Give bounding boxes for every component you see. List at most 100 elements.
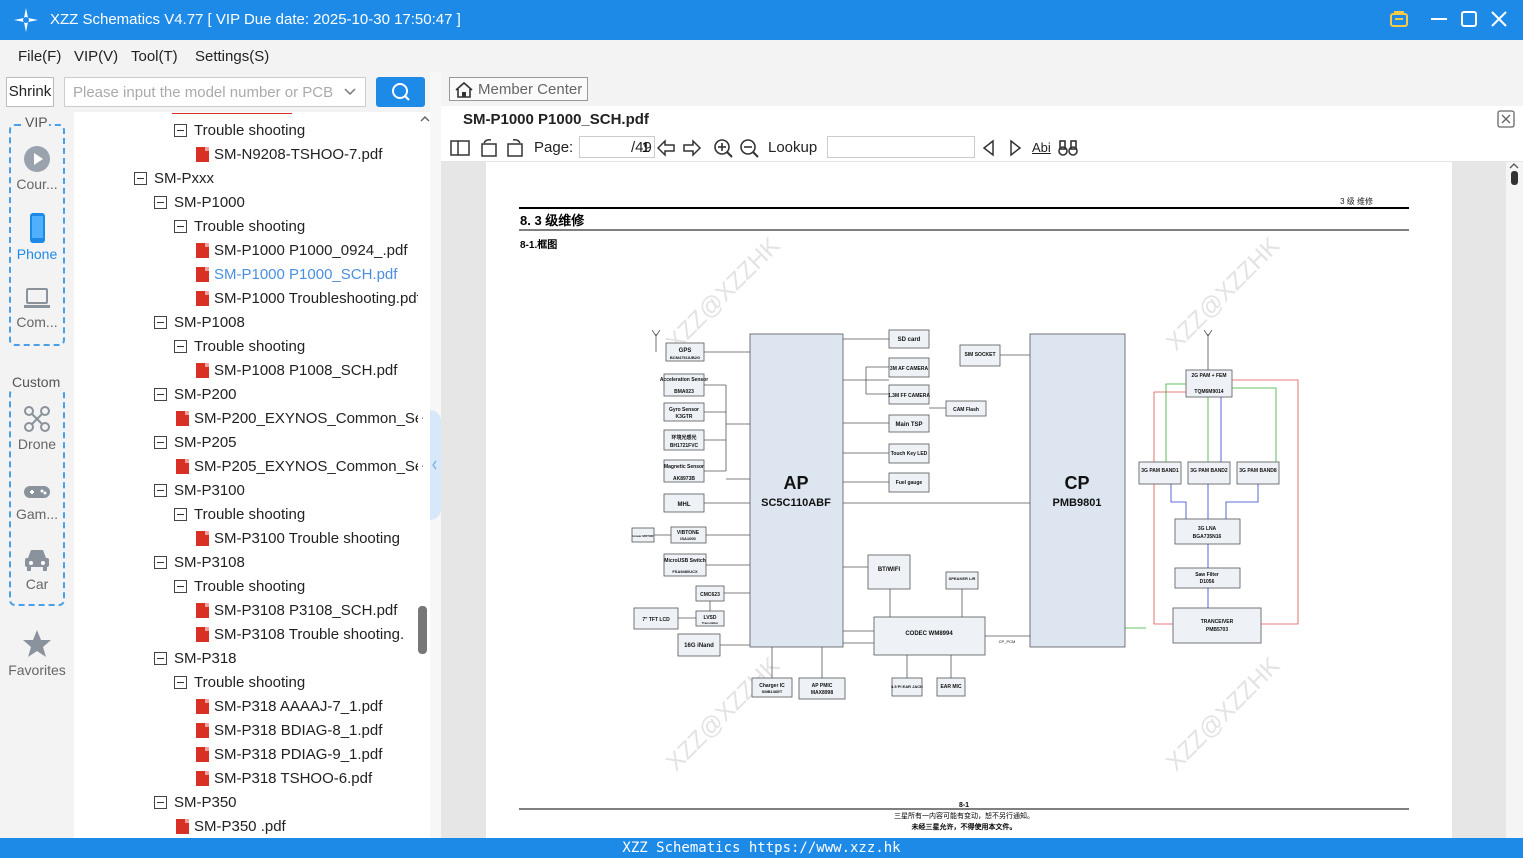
tree-folder[interactable]: SM-P1008 (154, 310, 245, 334)
tree-folder[interactable]: Trouble shooting (174, 502, 305, 526)
collapse-icon[interactable] (134, 171, 147, 185)
svg-text:3M AF CAMERA: 3M AF CAMERA (890, 366, 929, 372)
sidebar-item-car[interactable]: Car (0, 546, 74, 592)
search-button[interactable] (376, 77, 425, 107)
scroll-thumb[interactable] (1506, 162, 1523, 192)
car-icon (25, 550, 49, 571)
tree-file[interactable]: SM-N9208-TSHOO-7.pdf (196, 142, 382, 166)
vip-bag-icon[interactable] (1388, 8, 1410, 30)
close-tab-icon[interactable] (1497, 110, 1515, 128)
tree-folder[interactable]: SM-P350 (154, 790, 237, 814)
collapse-icon[interactable] (174, 219, 187, 233)
minimize-icon[interactable] (1428, 8, 1450, 30)
tree-file[interactable]: SM-P318 PDIAG-9_1.pdf (196, 742, 382, 766)
sidebar-item-label: Cour... (16, 176, 58, 192)
collapse-icon[interactable] (174, 579, 187, 593)
menu-settings[interactable]: Settings(S) (195, 48, 270, 65)
tree-file[interactable]: SM-P1008 P1008_SCH.pdf (196, 358, 397, 382)
collapse-icon[interactable] (174, 339, 187, 353)
scroll-up-icon[interactable] (420, 115, 430, 122)
search-combo[interactable] (64, 77, 366, 107)
svg-text:Linear MOTOR: Linear MOTOR (633, 534, 655, 538)
rotate-right-icon[interactable] (504, 137, 526, 159)
close-icon[interactable] (1488, 8, 1510, 30)
prev-page-icon[interactable] (655, 137, 677, 159)
vip-group-label: VIP (24, 114, 49, 130)
svg-text:MicroUSB Switch: MicroUSB Switch (664, 558, 705, 564)
find-next-icon[interactable] (1004, 137, 1026, 159)
tree-folder[interactable]: SM-P205 (154, 430, 237, 454)
collapse-icon[interactable] (174, 507, 187, 521)
shrink-button[interactable]: Shrink (6, 77, 54, 107)
tree-file[interactable]: SM-P318 AAAAJ-7_1.pdf (196, 694, 382, 718)
pdf-page: XZZ@XZZHK XZZ@XZZHK XZZ@XZZHK XZZ@XZZHK … (486, 162, 1452, 838)
pdf-viewer[interactable]: XZZ@XZZHK XZZ@XZZHK XZZ@XZZHK XZZ@XZZHK … (441, 162, 1523, 838)
collapse-icon[interactable] (154, 795, 167, 809)
lookup-input[interactable] (827, 136, 975, 158)
tree-folder[interactable]: SM-P3108 (154, 550, 245, 574)
file-tree: Trouble shooting SM-N9208-TSHOO-7.pdf SM… (74, 112, 430, 838)
sidebar-item-favorites[interactable]: Favorites (0, 628, 74, 678)
maximize-icon[interactable] (1458, 8, 1480, 30)
zoom-out-icon[interactable] (738, 137, 760, 159)
sidebar-toggle-icon[interactable] (449, 137, 471, 159)
tree-file[interactable]: SM-P200_EXYNOS_Common_Se (176, 406, 423, 430)
member-center-button[interactable]: Member Center (449, 77, 588, 101)
rotate-left-icon[interactable] (478, 137, 500, 159)
tree-file[interactable]: SM-P318 TSHOO-6.pdf (196, 766, 372, 790)
tree-file[interactable]: SM-P3100 Trouble shooting (196, 526, 400, 550)
search-toolbar: Shrink (0, 72, 440, 112)
tree-folder[interactable]: Trouble shooting (174, 574, 305, 598)
collapse-icon[interactable] (154, 195, 167, 209)
match-case-button[interactable]: Abi (1032, 140, 1051, 155)
sidebar-item-computer[interactable]: Com... (0, 286, 74, 330)
tree-file[interactable]: SM-P205_EXYNOS_Common_Se (176, 454, 423, 478)
collapse-icon[interactable] (154, 483, 167, 497)
tree-folder[interactable]: SM-P200 (154, 382, 237, 406)
viewer-scrollbar[interactable] (1506, 162, 1523, 838)
footer-note: 三星所有一内容可能有变动，恕不另行通知。 (894, 811, 1034, 820)
tree-file[interactable]: SM-P350 .pdf (176, 814, 286, 838)
pdf-icon (196, 146, 209, 162)
collapse-icon[interactable] (174, 675, 187, 689)
binoculars-icon[interactable] (1057, 137, 1079, 159)
collapse-handle[interactable] (430, 410, 441, 520)
menu-file[interactable]: File(F) (18, 48, 62, 65)
find-prev-icon[interactable] (978, 137, 1000, 159)
zoom-in-icon[interactable] (712, 137, 734, 159)
tree-folder[interactable]: Trouble shooting (174, 118, 305, 142)
tree-file-selected[interactable]: SM-P1000 P1000_SCH.pdf (196, 262, 397, 286)
collapse-icon[interactable] (154, 651, 167, 665)
tree-folder[interactable]: SM-Pxxx (134, 166, 214, 190)
menu-vip[interactable]: VIP(V) (74, 48, 119, 65)
sidebar-item-games[interactable]: Gam... (0, 480, 74, 522)
next-page-icon[interactable] (681, 137, 703, 159)
search-input[interactable] (65, 78, 335, 106)
tree-file[interactable]: SM-P3108 P3108_SCH.pdf (196, 598, 397, 622)
tree-file[interactable]: SM-P3108 Trouble shooting. (196, 622, 404, 646)
sidebar-item-drone[interactable]: Drone (0, 404, 74, 452)
tree-scrollbar[interactable] (418, 112, 430, 838)
sidebar-item-phone[interactable]: Phone (0, 212, 74, 262)
collapse-icon[interactable] (154, 555, 167, 569)
tree-file[interactable]: SM-P1000 Troubleshooting.pdf (196, 286, 421, 310)
tree-folder[interactable]: Trouble shooting (174, 334, 305, 358)
chevron-down-icon[interactable] (343, 86, 357, 98)
tree-folder[interactable]: SM-P1000 (154, 190, 245, 214)
tree-file[interactable]: SM-P318 BDIAG-8_1.pdf (196, 718, 382, 742)
tab-document[interactable]: SM-P1000 P1000_SCH.pdf (451, 106, 661, 134)
collapse-icon[interactable] (154, 435, 167, 449)
tree-folder[interactable]: Trouble shooting (174, 214, 305, 238)
tree-file[interactable]: SM-P1000 P1000_0924_.pdf (196, 238, 407, 262)
tree-folder[interactable]: SM-P3100 (154, 478, 245, 502)
sidebar-item-courses[interactable]: Cour... (0, 144, 74, 192)
collapse-icon[interactable] (154, 387, 167, 401)
collapse-icon[interactable] (174, 123, 187, 137)
tree-folder[interactable]: Trouble shooting (174, 670, 305, 694)
scroll-thumb[interactable] (418, 606, 427, 654)
tree-folder[interactable]: SM-P318 (154, 646, 237, 670)
pdf-icon (176, 458, 189, 474)
menu-tool[interactable]: Tool(T) (131, 48, 178, 65)
collapse-icon[interactable] (154, 315, 167, 329)
page-number-input[interactable] (579, 136, 655, 158)
